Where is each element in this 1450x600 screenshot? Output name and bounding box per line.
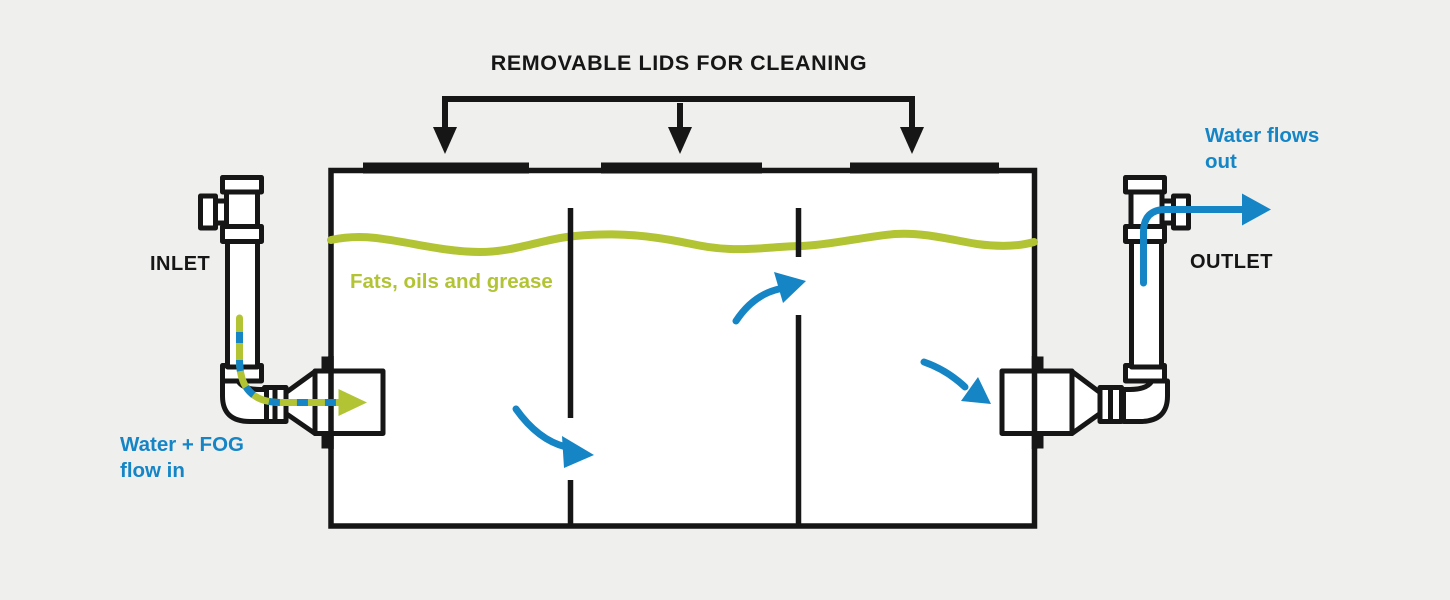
flow-arrow-over-baffle (732, 285, 783, 325)
down-arrow-icon (433, 127, 457, 154)
inlet-flow-arrowhead-icon (338, 389, 367, 416)
outlet-tee-top-flange (1123, 175, 1167, 195)
inlet-wall-tab-top (321, 356, 330, 372)
flow-arrows (512, 272, 991, 468)
outlet-wall-tab-bottom (1035, 432, 1044, 449)
inlet-wall-tab-bottom (321, 432, 330, 449)
removable-lid-1 (363, 162, 529, 174)
outlet-flow-line (1140, 193, 1271, 287)
removable-lid-2 (601, 162, 762, 174)
grease-layer-wave (327, 229, 1038, 257)
flow-arrow-under-baffle (512, 405, 570, 451)
grease-layer-label: Fats, oils and grease (350, 270, 553, 293)
flow-arrowhead-icon (774, 272, 806, 303)
down-arrow-icon (900, 127, 924, 154)
outlet-pipe-assembly (999, 175, 1191, 449)
flow-arrow-to-outlet (920, 358, 969, 391)
inlet-flow-line (236, 314, 367, 416)
inlet-tee-body (224, 189, 260, 232)
outlet-label: OUTLET (1190, 251, 1273, 273)
grease-trap-tank: Fats, oils and grease (327, 162, 1038, 529)
flow-out-label-line2: out (1205, 150, 1237, 173)
tank-body (328, 167, 1038, 529)
outlet-flow-arrowhead-icon (1242, 193, 1271, 226)
outlet-reducer-cone (1069, 369, 1103, 436)
removable-lids-callout: REMOVABLE LIDS FOR CLEANING (433, 51, 924, 154)
flow-in-label-line1: Water + FOG (120, 433, 244, 456)
diagram-title: REMOVABLE LIDS FOR CLEANING (491, 51, 868, 75)
down-arrow-icon (668, 127, 692, 154)
inlet-tee-side-flange (198, 193, 218, 231)
outlet-flow-blue (1140, 206, 1247, 287)
outlet-wall-tab-top (1035, 356, 1044, 372)
removable-lid-3 (850, 162, 999, 174)
flow-arrowhead-icon (562, 436, 594, 468)
outlet-elbow (1121, 378, 1170, 424)
inlet-tee-top-flange (220, 175, 264, 195)
flow-out-label-line1: Water flows (1205, 124, 1319, 147)
flow-arrowhead-icon (961, 377, 991, 404)
inlet-label: INLET (150, 253, 210, 275)
inlet-flow-blue-dashes (236, 318, 339, 406)
inlet-tee-bottom-flange (220, 224, 264, 244)
outlet-coupling-ring (1108, 385, 1124, 424)
flow-in-label-line2: flow in (120, 459, 185, 482)
